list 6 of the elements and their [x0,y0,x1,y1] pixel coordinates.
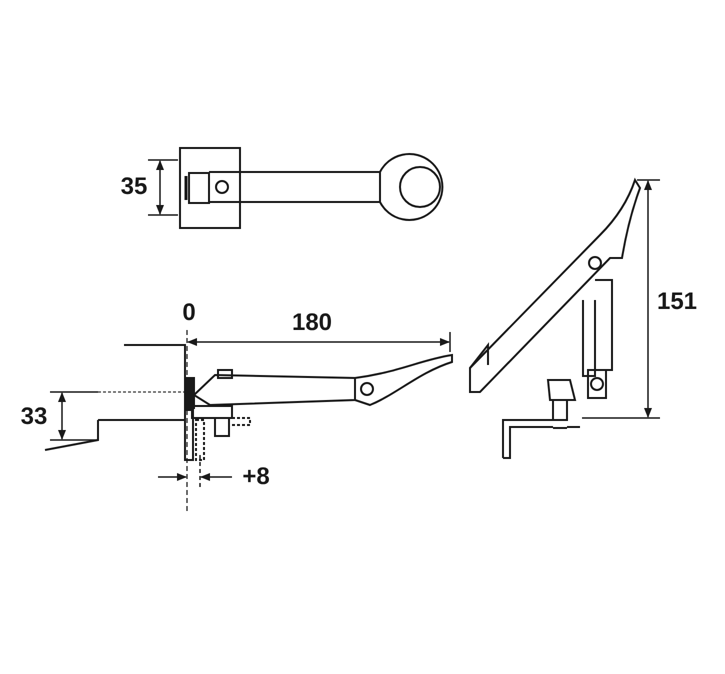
dimension-value: +8 [242,463,270,491]
dimension-value: 0 [182,299,196,327]
dimension-value: 35 [120,173,148,201]
dimension-value: 151 [656,288,698,316]
dimension-value: 33 [20,403,48,431]
dimension-value: 180 [292,309,332,337]
